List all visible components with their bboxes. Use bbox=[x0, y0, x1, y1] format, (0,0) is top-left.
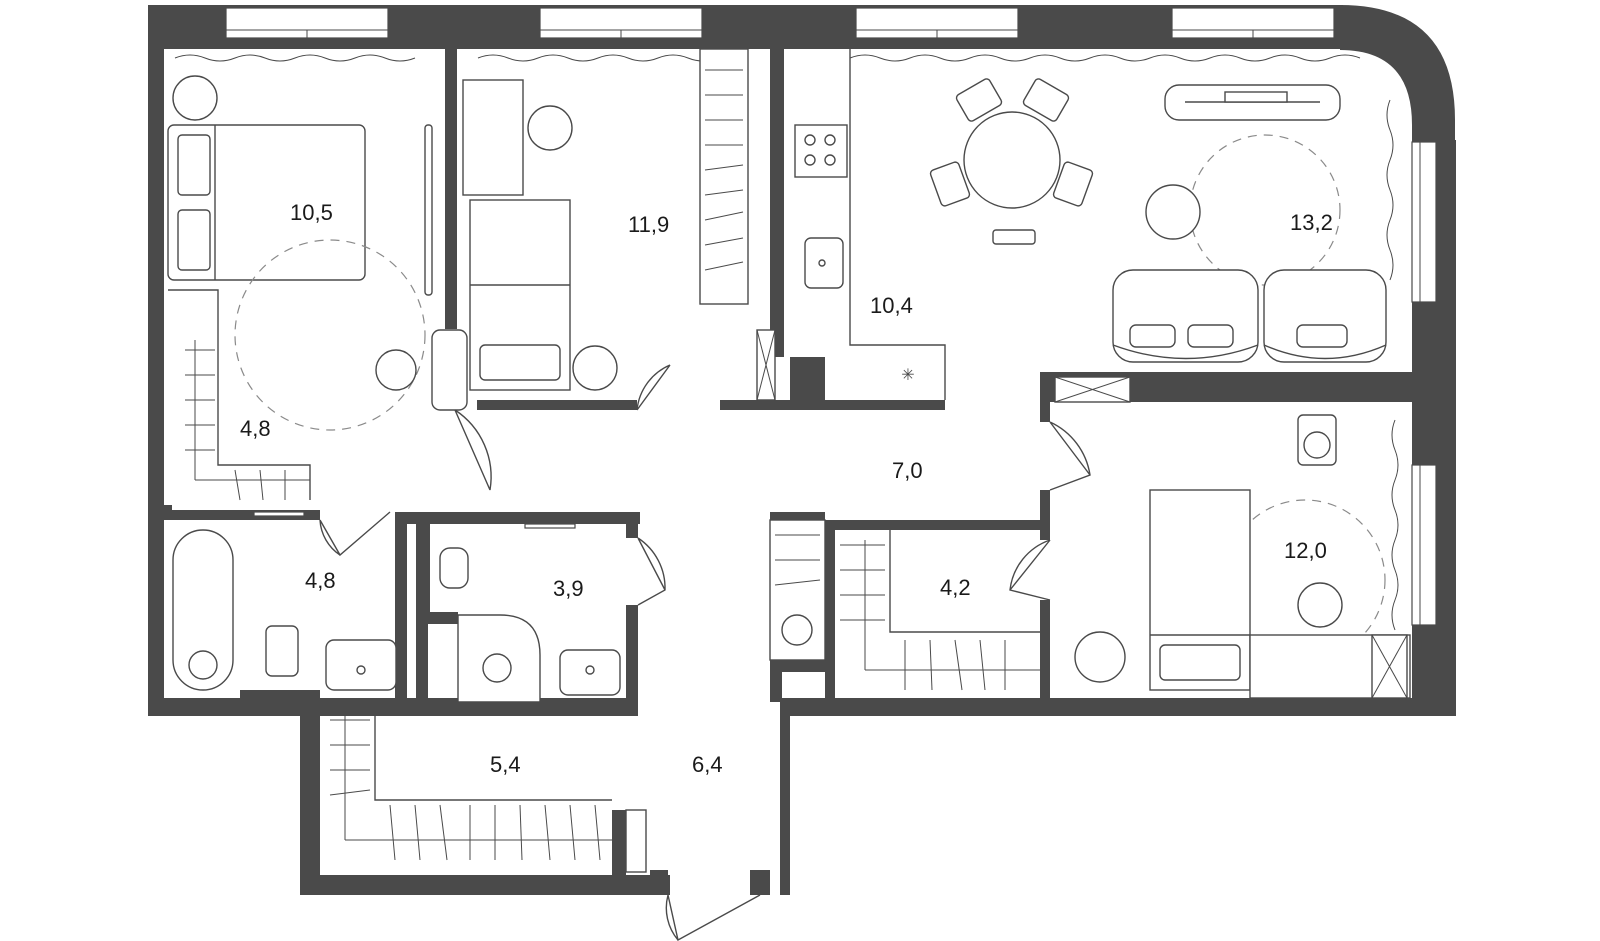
wardrobe-1-shelving bbox=[168, 289, 311, 501]
room-area-living-room: 13,2 bbox=[1290, 210, 1333, 235]
room-area-wardrobe-3: 5,4 bbox=[490, 752, 521, 777]
bathroom-2-fixtures bbox=[439, 523, 621, 703]
bedroom-1-furniture bbox=[167, 75, 468, 431]
living-room-furniture bbox=[1112, 84, 1387, 363]
room-area-hallway: 7,0 bbox=[892, 458, 923, 483]
room-area-wardrobe-2: 4,2 bbox=[940, 575, 971, 600]
room-area-bedroom-2: 11,9 bbox=[628, 212, 669, 237]
wardrobe-3-shelving bbox=[329, 702, 647, 873]
bedroom-2-furniture bbox=[462, 48, 776, 401]
room-area-entrance-hall: 6,4 bbox=[692, 752, 723, 777]
bathroom-1-fixtures bbox=[172, 511, 397, 691]
room-area-kitchen: 10,4 bbox=[870, 293, 913, 318]
dining-set bbox=[929, 78, 1094, 245]
kitchen-furniture: ✳ bbox=[794, 49, 946, 400]
svg-text:✳: ✳ bbox=[901, 365, 914, 384]
curtains bbox=[174, 54, 1399, 631]
room-area-bedroom-1: 10,5 bbox=[290, 200, 333, 225]
wardrobe-2-shelving bbox=[769, 519, 1040, 691]
room-area-wardrobe-1: 4,8 bbox=[240, 416, 271, 441]
room-area-bathroom-1: 4,8 bbox=[305, 568, 336, 593]
area-labels: 10,5 11,9 10,4 13,2 4,8 4,8 7,0 3,9 4,2 … bbox=[240, 200, 1333, 777]
windows bbox=[225, 7, 1437, 626]
bedroom-3-furniture bbox=[1054, 376, 1411, 699]
room-area-bedroom-3: 12,0 bbox=[1284, 538, 1327, 563]
room-area-bathroom-2: 3,9 bbox=[553, 576, 584, 601]
doors bbox=[319, 364, 1091, 941]
